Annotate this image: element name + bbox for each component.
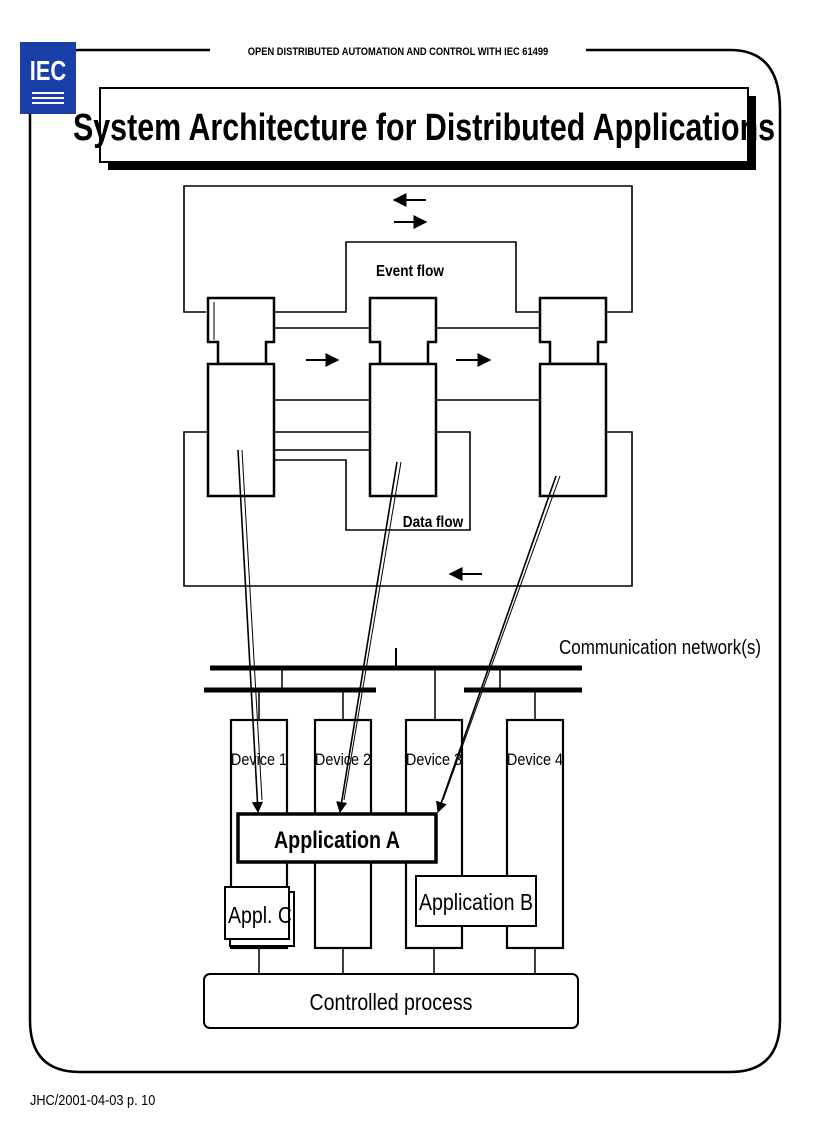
mapping-arrows [237,449,557,814]
iec-logo-text: IEC [30,55,66,86]
mapping-arrow-1 [237,449,264,814]
application-c-label: Appl. C [228,903,292,929]
footer-reference: JHC/2001-04-03 p. 10 [30,1091,156,1108]
flow-arrows [306,193,492,581]
function-block-network [183,185,633,587]
application-b-box [415,875,537,927]
device-labels: Device 1 Device 2 Device 3 Device 4 [231,751,563,769]
application-a-label: Application A [274,826,400,853]
function-block-1 [206,296,276,498]
controlled-process-box [203,973,579,1029]
running-title: OPEN DISTRIBUTED AUTOMATION AND CONTROL … [248,46,549,58]
device-4-label: Device 4 [507,751,563,769]
application-a-box [236,812,438,864]
device-1-label: Device 1 [231,751,287,769]
function-block-3 [538,296,608,498]
application-c-box [224,886,290,940]
network-label: Communication network(s) [559,636,761,659]
device-2-label: Device 2 [315,751,371,769]
device-3-label: Device 3 [406,751,462,769]
application-b-label: Application B [419,890,533,916]
data-flow-label: Data flow [403,514,464,531]
iec-logo: IEC [20,42,76,114]
communication-network [204,648,582,720]
process-connections [258,948,536,974]
page-title: System Architecture for Distributed Appl… [73,107,775,149]
mapping-arrows-shadow [241,449,561,801]
function-block-2 [368,296,438,498]
mapping-arrow-3 [436,475,557,814]
event-flow-label: Event flow [376,263,444,280]
mapping-arrow-2 [336,461,398,814]
controlled-process-label: Controlled process [310,990,473,1016]
